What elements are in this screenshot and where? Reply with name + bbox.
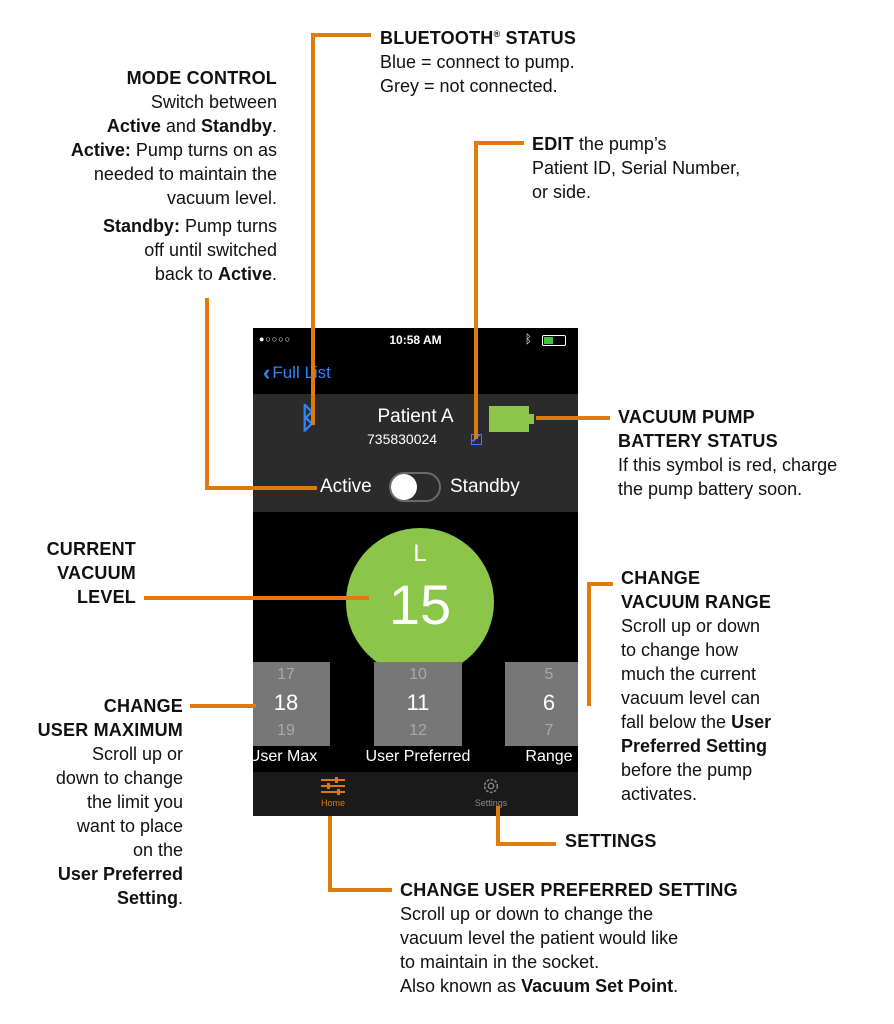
leader-settings-v xyxy=(496,806,500,846)
mode-control-annotation: MODE CONTROL Switch between Active and S… xyxy=(70,68,277,284)
patient-name: Patient A xyxy=(377,406,454,427)
user-preferred-picker[interactable]: 10 11 12 xyxy=(374,662,462,746)
pump-battery-icon xyxy=(489,406,534,432)
signal-indicator: ●○○○○ xyxy=(259,334,292,344)
mode-standby-label: Standby xyxy=(450,476,520,497)
picker-next-value: 7 xyxy=(544,722,554,739)
picker-next-value: 12 xyxy=(409,722,427,739)
mode-active-label: Active xyxy=(320,476,372,497)
tab-settings[interactable]: Settings xyxy=(451,776,531,808)
bluetooth-annotation: BLUETOOTH® STATUS Blue = connect to pump… xyxy=(380,28,577,96)
leader-range-h xyxy=(587,582,613,586)
phone-screen: ●○○○○ 10:58 AM ᛒ ‹Full List ᛒ Patient A … xyxy=(253,328,578,816)
tab-home[interactable]: Home xyxy=(293,776,373,808)
gear-icon xyxy=(483,778,499,794)
edit-annotation: EDIT the pump’s Patient ID, Serial Numbe… xyxy=(532,134,741,202)
back-label: Full List xyxy=(272,363,331,382)
back-button[interactable]: ‹Full List xyxy=(263,360,331,386)
user-maximum-annotation: CHANGE USER MAXIMUM Scroll up or down to… xyxy=(37,696,183,908)
status-bar: ●○○○○ 10:58 AM ᛒ xyxy=(253,328,578,352)
picker-prev-value: 5 xyxy=(544,666,554,683)
mode-toggle[interactable] xyxy=(389,472,441,502)
phone-battery-icon xyxy=(542,335,566,346)
leader-edit-v xyxy=(474,141,478,439)
picker-prev-value: 10 xyxy=(409,666,427,683)
vacuum-level-value: 15 xyxy=(388,573,452,636)
side-label: L xyxy=(413,540,427,567)
preferred-setting-annotation: CHANGE USER PREFERRED SETTING Scroll up … xyxy=(400,880,738,996)
status-time: 10:58 AM xyxy=(389,333,442,347)
tab-settings-label: Settings xyxy=(474,798,508,808)
chevron-left-icon: ‹ xyxy=(263,360,271,385)
vacuum-range-annotation: CHANGE VACUUM RANGE Scroll up or down to… xyxy=(621,568,772,804)
tab-bar: Home Settings xyxy=(253,772,578,816)
leader-mode-v xyxy=(205,298,209,490)
picker-next-value: 19 xyxy=(277,722,295,739)
leader-edit-h xyxy=(474,141,524,145)
patient-header: ᛒ Patient A 735830024 Active Standby xyxy=(253,394,578,512)
settings-annotation: SETTINGS xyxy=(565,831,657,851)
patient-id: 735830024 xyxy=(367,431,438,447)
sliders-icon xyxy=(321,777,345,795)
bluetooth-status-icon: ᛒ xyxy=(524,332,532,346)
tab-home-label: Home xyxy=(320,798,345,808)
current-level-annotation: CURRENT VACUUM LEVEL xyxy=(46,539,136,607)
leader-user-max xyxy=(190,704,256,708)
leader-current-level xyxy=(144,596,369,600)
battery-annotation: VACUUM PUMP BATTERY STATUS If this symbo… xyxy=(618,407,838,499)
leader-range-v xyxy=(587,582,591,706)
leader-preferred-h xyxy=(328,888,392,892)
range-caption: Range xyxy=(525,748,573,765)
mode-control: Active Standby xyxy=(253,472,578,502)
nav-bar: ‹Full List xyxy=(253,352,578,394)
toggle-knob xyxy=(391,474,417,500)
leader-mode-h xyxy=(205,486,317,490)
picker-current-value: 11 xyxy=(406,690,430,715)
leader-bluetooth-h xyxy=(311,33,371,37)
user-max-caption: User Max xyxy=(253,748,318,765)
current-vacuum-level: L 15 xyxy=(346,528,494,676)
leader-bluetooth-v xyxy=(311,33,315,425)
leader-settings-h xyxy=(496,842,556,846)
picker-prev-value: 17 xyxy=(277,666,295,683)
leader-preferred-v xyxy=(328,816,332,892)
picker-current-value: 18 xyxy=(273,690,299,715)
user-preferred-caption: User Preferred xyxy=(365,748,471,765)
user-max-picker[interactable]: 17 18 19 xyxy=(253,662,330,746)
leader-battery xyxy=(536,416,610,420)
picker-current-value: 6 xyxy=(542,690,556,715)
range-picker[interactable]: 5 6 7 xyxy=(505,662,578,746)
